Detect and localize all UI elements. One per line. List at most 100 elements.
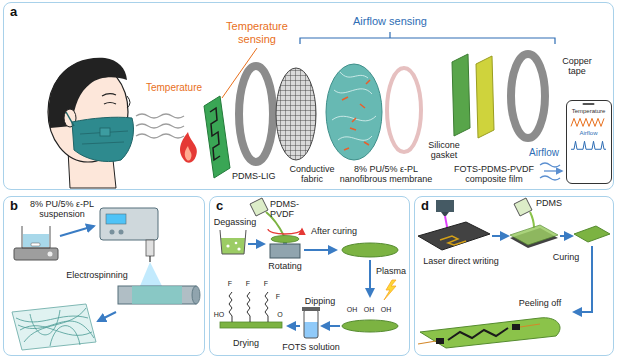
degassing-beaker [226,244,229,247]
electrospinning-illustration [146,240,154,256]
laser-writing-illustration [436,200,454,212]
airflow-to-phone-arrow [544,170,562,171]
electrospinning-illustration [118,286,196,304]
pdms-casting-illustration [510,198,610,248]
sensor-layers [276,68,316,160]
process-arrows [322,325,340,327]
process-arrows [60,226,94,236]
stirrer-illustration [48,252,53,257]
cured-film-disc [342,243,398,257]
fots-vial [304,322,318,338]
face-illustration [104,103,116,105]
face-illustration [72,117,134,161]
process-arrows [369,260,371,296]
electrospinning-illustration [100,208,200,304]
pdms-casting-illustration [530,212,534,228]
chemical-atom: F [225,280,235,288]
electrospinning-illustration [140,262,162,286]
breath-airflow-lines [136,134,184,138]
stirrer-illustration [22,226,50,248]
part-label: Copper tape [554,56,600,77]
fots-molecule-structure [220,322,282,328]
material-label: PDMS [536,198,570,208]
chemical-group: OH [361,306,377,314]
step-label: Degassing [212,217,258,227]
stirrer-illustration [23,234,49,247]
cured-film-disc [342,320,398,332]
sensor-layers [511,54,545,138]
process-arrows [288,325,300,327]
screen-text: Temperature [569,108,609,115]
part-label: 8% PU/5% ε-PL nanofibrous membrane [338,164,434,185]
electrospinning-illustration [106,214,126,224]
spin-coater [271,236,299,243]
sensor-layers [476,56,494,138]
peeled-film [418,324,540,344]
electrospinning-illustration [100,208,158,240]
degassing-beaker [237,247,240,250]
step-label: Dipping [300,296,340,306]
peeled-film [436,338,444,344]
sensor-layers [326,64,382,160]
part-label: Silicone gasket [422,140,466,161]
pdms-casting-illustration [574,226,610,242]
fots-vial [302,307,320,338]
chemical-group: OH [344,306,360,314]
sensor-layers [452,54,470,136]
panel: d [414,196,614,356]
airflow-waveform [571,141,606,149]
material-label: FOTS solution [276,342,346,352]
sensor-layers [239,66,273,162]
pdms-casting-illustration [514,198,532,216]
laser-writing-illustration [440,236,466,245]
signal-label: Airflow [522,147,566,159]
signal-label: Temperature [138,82,210,94]
cured-film-disc [384,280,396,300]
process-arrows [560,235,572,237]
chemical-atom: F [273,293,283,301]
process-arrows [492,235,508,237]
step-label: Curing [548,252,584,262]
step-label: Peeling off [512,298,568,308]
panel-letter: d [421,199,607,214]
laser-writing-illustration [418,222,490,250]
airflow-to-phone-arrow [540,176,560,180]
face-illustration [48,58,134,188]
panel-letter: c [216,199,403,214]
spin-coater [250,198,268,216]
section-title: Airflow sensing [330,15,450,28]
fots-vial [302,307,320,311]
fots-molecule-structure [247,292,250,322]
sensor-layers [387,68,421,152]
nanofiber-mat [12,304,96,350]
laser-writing-illustration [441,212,449,216]
pdms-casting-illustration [510,225,558,245]
phone-speaker [582,103,594,105]
fots-molecule-structure [229,292,232,322]
heat-flame-icon [180,132,197,163]
chemical-atom: O [275,311,285,319]
chemical-group: OH [378,306,394,314]
airflow-to-phone-arrow [540,163,562,180]
step-label: Laser direct writing [416,256,506,266]
heat-flame-icon [185,146,192,161]
nanofiber-mat [16,308,94,346]
step-label: Plasma [374,266,408,276]
electrospinning-illustration [132,286,182,304]
breath-airflow-lines [136,114,184,118]
breath-airflow-lines [136,124,184,128]
step-label: Rotating [262,261,308,271]
face-illustration [100,128,110,136]
panel-letter: a [10,5,607,20]
fots-molecule-structure [265,292,268,322]
peeled-film [448,328,508,340]
sensor-layers [204,48,545,178]
airflow-to-phone-arrow [540,163,560,167]
face-illustration [102,94,116,96]
stirrer-illustration [31,243,40,246]
sensor-layers [210,108,220,160]
fots-vial [304,310,318,338]
part-label: FOTS-PDMS-PVDF composite film [448,164,540,185]
electrospinning-illustration [119,230,124,235]
stirrer-illustration [14,226,58,260]
